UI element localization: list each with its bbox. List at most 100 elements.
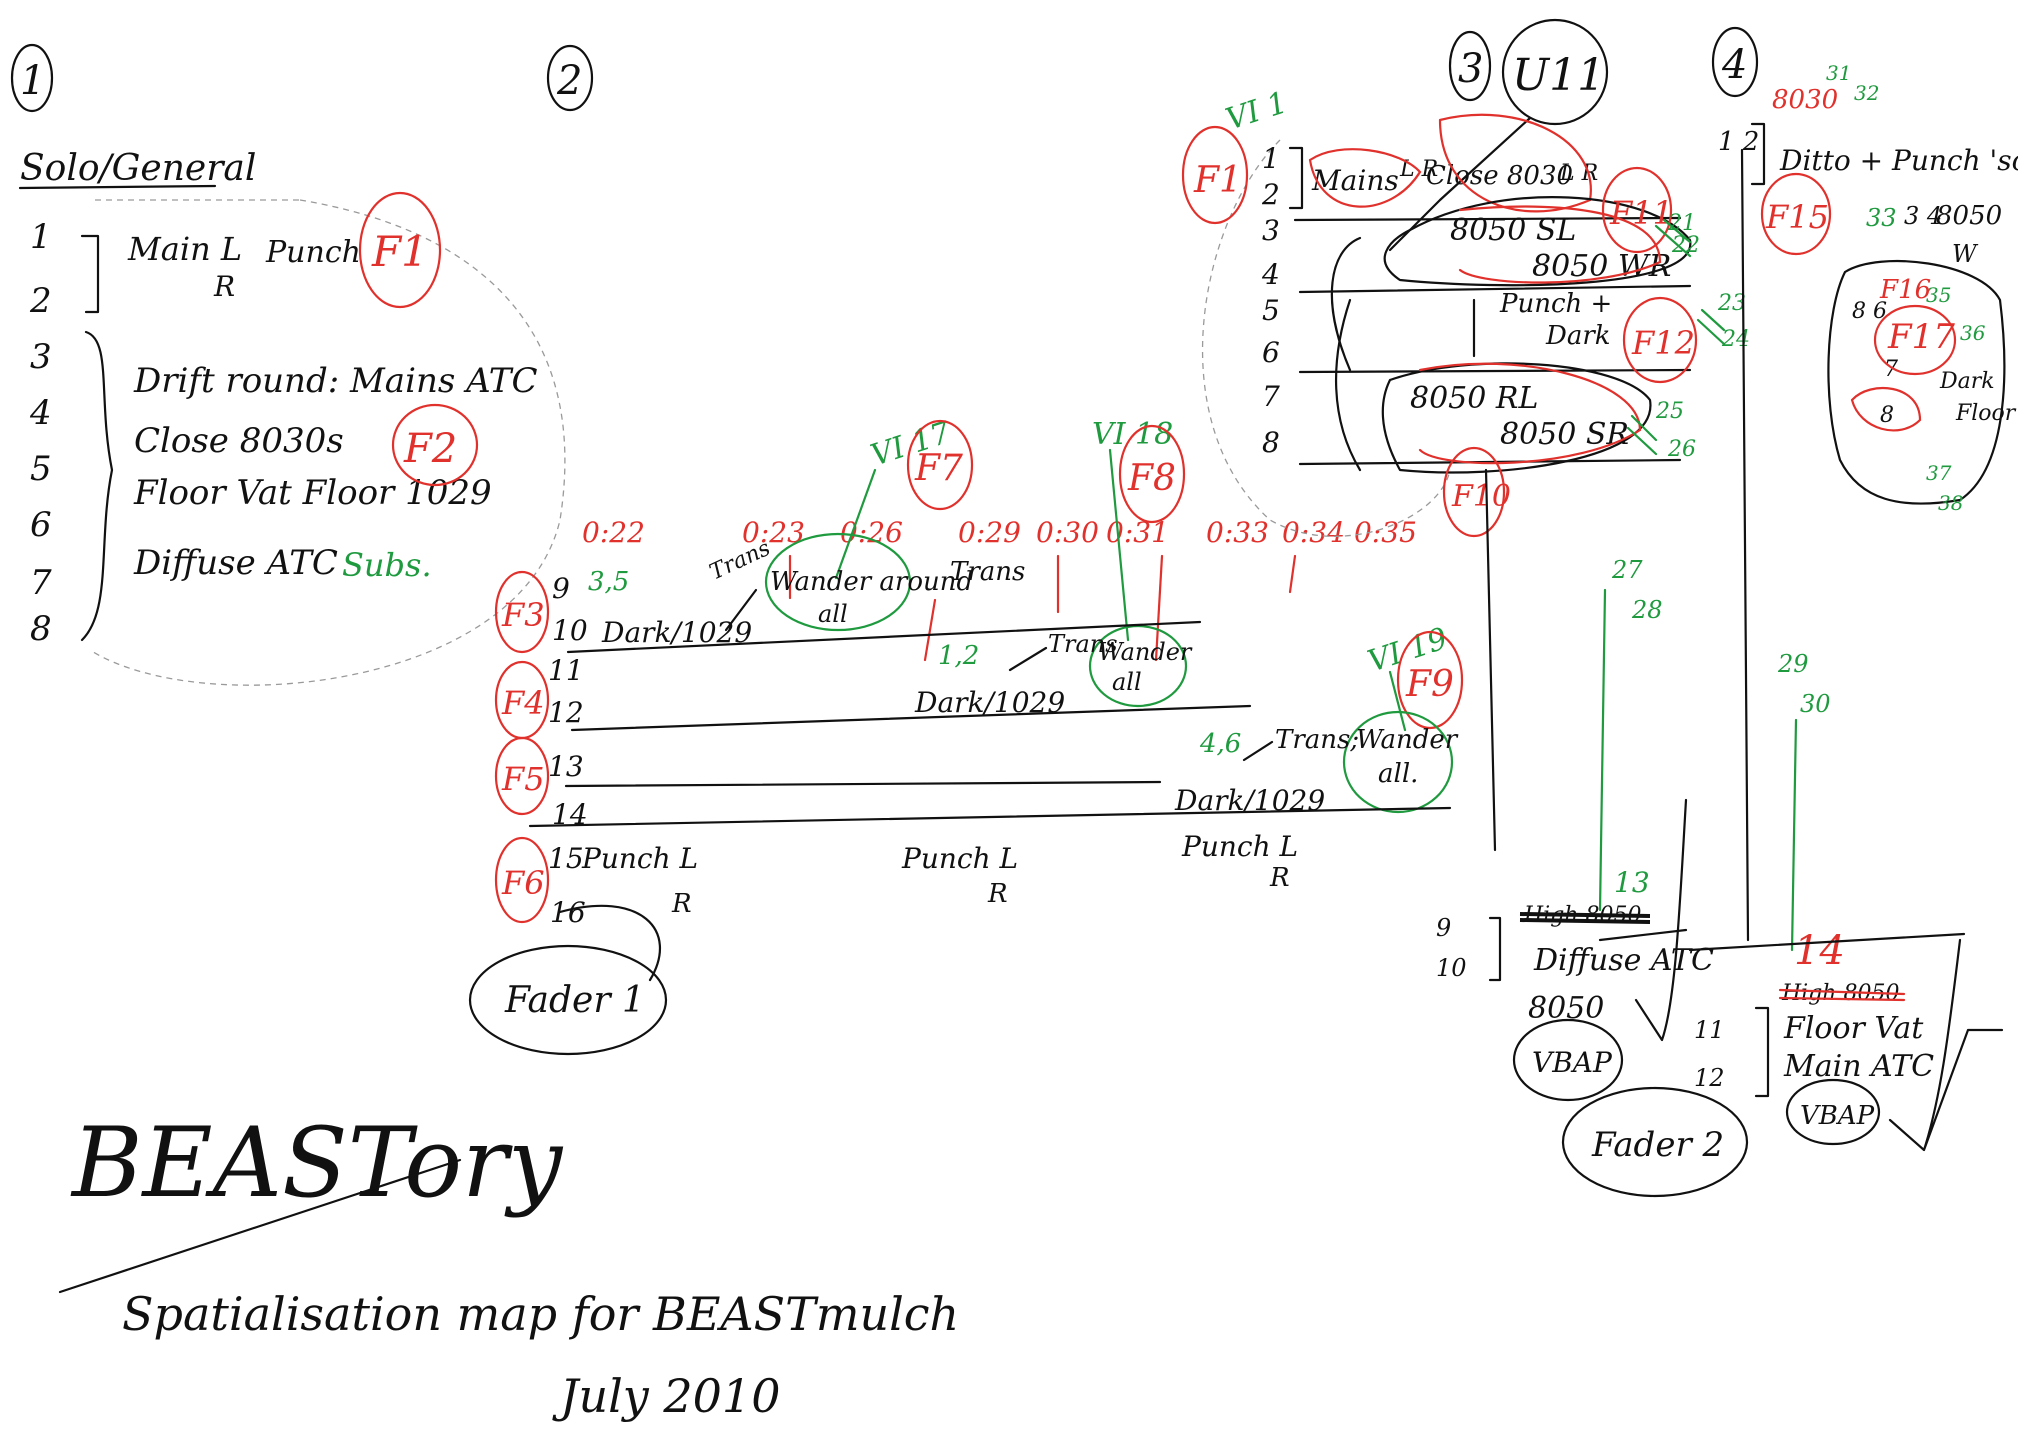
green-31: 31: [1826, 61, 1851, 85]
solo-num: 6: [30, 505, 52, 545]
solo-punch: Punch: [265, 235, 361, 270]
f7-label: F7: [914, 448, 963, 489]
f9-label: F9: [1405, 664, 1454, 705]
green-30: 30: [1800, 690, 1831, 718]
sec3-close-lr: L R: [1559, 161, 1598, 186]
f2-label: F2: [403, 426, 457, 472]
sec3-num: 4: [1261, 258, 1280, 291]
sec4-floor: Floor: [1955, 401, 2017, 426]
sec3-close: Close 8030: [1426, 161, 1573, 191]
punch-1: Punch L: [581, 842, 698, 875]
time-marker: 0:26: [840, 516, 903, 549]
solo-num: 3: [30, 337, 52, 377]
green-26: 26: [1667, 437, 1696, 462]
f2-n11: 11: [1694, 1016, 1725, 1044]
sec3-num: 6: [1262, 336, 1280, 369]
f4-label: F4: [501, 684, 545, 722]
f5-label: F5: [501, 760, 545, 798]
time-marker: 0:29: [958, 516, 1021, 549]
sec4-w: W: [1952, 240, 1979, 268]
f12-label: F12: [1631, 324, 1695, 362]
solo-floor: Floor Vat Floor 1029: [133, 473, 492, 513]
green-37: 37: [1926, 461, 1952, 485]
green-22: 22: [1671, 233, 1700, 258]
section-1-marker: 1: [12, 45, 52, 111]
solo-title: Solo/General: [20, 148, 256, 189]
green-35: 3,5: [588, 567, 629, 597]
sec3-num: 5: [1262, 294, 1280, 327]
fader-f5-badge: F5: [496, 738, 548, 814]
punch-3: Punch L: [1181, 830, 1298, 863]
wander-3: Wander: [1356, 725, 1459, 755]
section-4-block: 8030 31 32 1 2 Ditto + Punch 'solo' F15 …: [1718, 61, 2018, 515]
solo-num: 4: [29, 393, 52, 433]
row-num: 15: [548, 842, 584, 875]
trans-1: Trans: [706, 536, 774, 586]
date: July 2010: [552, 1369, 780, 1423]
green-32: 32: [1854, 81, 1879, 105]
time-markers: 0:22 0:23 0:26 0:29 0:30 0:31 0:33 0:34 …: [582, 516, 1417, 549]
section-3-block: VI 1 F1 1 2 3 4 5 6 7 8 Mains L R Close …: [1183, 85, 1831, 950]
f15-label: F15: [1765, 198, 1829, 236]
wander-1b: all: [818, 600, 848, 628]
fader-f1-badge: F1: [360, 193, 440, 307]
f2-n12: 12: [1694, 1064, 1725, 1092]
f2-n10: 10: [1436, 954, 1467, 982]
f2-floor: Floor Vat: [1783, 1011, 1924, 1046]
solo-num: 7: [30, 563, 52, 603]
sec4-nums: 1 2: [1718, 127, 1759, 157]
solo-general-block: Solo/General 1 2 3 4 5 6 7 8 Main L R Pu…: [20, 148, 565, 685]
sec3-num: 3: [1262, 214, 1280, 247]
caption: Spatialisation map for BEASTmulch: [122, 1287, 959, 1341]
fader-2-label: Fader 2: [1591, 1125, 1724, 1165]
sec4-8050: 8050: [1936, 201, 2002, 231]
f10-label: F10: [1451, 479, 1511, 514]
green-33: 33: [1866, 204, 1897, 232]
solo-subs: Subs.: [342, 546, 432, 584]
section-4-marker: 4: [1713, 28, 1757, 96]
fader-f4-badge: F4: [496, 662, 548, 738]
punch-2-r: R: [987, 879, 1008, 909]
group-8050-rl-sr: 8050 RL 8050 SR: [1383, 363, 1651, 472]
wander-1: Wander around: [770, 567, 973, 597]
fader-2-badge: Fader 2: [1563, 1088, 1747, 1196]
f2-diffuse: Diffuse ATC: [1533, 943, 1714, 978]
section-4-label: 4: [1721, 42, 1747, 88]
sec4-8: 8: [1880, 403, 1894, 428]
solo-main-r: R: [213, 270, 235, 303]
green-13: 13: [1614, 866, 1650, 899]
solo-num: 8: [30, 609, 52, 649]
f16-label: F16: [1879, 275, 1931, 305]
f8-label: F8: [1127, 458, 1176, 499]
f2-n9: 9: [1436, 914, 1451, 942]
trans-4: Trans;: [1275, 725, 1359, 755]
beastory-signature: BEASTory: [70, 1107, 564, 1219]
green-12: 1,2: [938, 641, 979, 671]
fader-f6-badge: F6: [496, 838, 548, 922]
green-28: 28: [1631, 596, 1663, 624]
vbap-1-label: VBAP: [1532, 1046, 1613, 1079]
section-1-label: 1: [20, 58, 45, 104]
green-36: 36: [1960, 321, 1986, 345]
solo-numbers: 1 2 3 4 5 6 7 8: [29, 217, 52, 649]
vbap-2-badge: VBAP: [1787, 1080, 1879, 1144]
row-num: 13: [548, 750, 584, 783]
f2-main: Main ATC: [1783, 1049, 1934, 1084]
fader-f3-badge: F3: [496, 572, 548, 652]
vbap-2-label: VBAP: [1800, 1101, 1875, 1131]
time-marker: 0:33: [1206, 516, 1269, 549]
sec3-punch: Punch +: [1499, 289, 1612, 319]
solo-main-l: Main L: [127, 230, 242, 268]
green-25: 25: [1655, 399, 1684, 424]
footer-notes: BEASTory Spatialisation map for BEASTmul…: [60, 1107, 959, 1423]
sec3-8050-sr: 8050 SR: [1500, 417, 1629, 452]
solo-close: Close 8030s: [134, 421, 344, 461]
row-num: 9: [552, 572, 570, 605]
vi1-label: VI 1: [1222, 85, 1292, 137]
f1-label: F1: [371, 227, 428, 276]
trans-2: Trans: [950, 557, 1025, 587]
wander-3b: all.: [1378, 759, 1418, 789]
green-24: 24: [1721, 327, 1750, 352]
